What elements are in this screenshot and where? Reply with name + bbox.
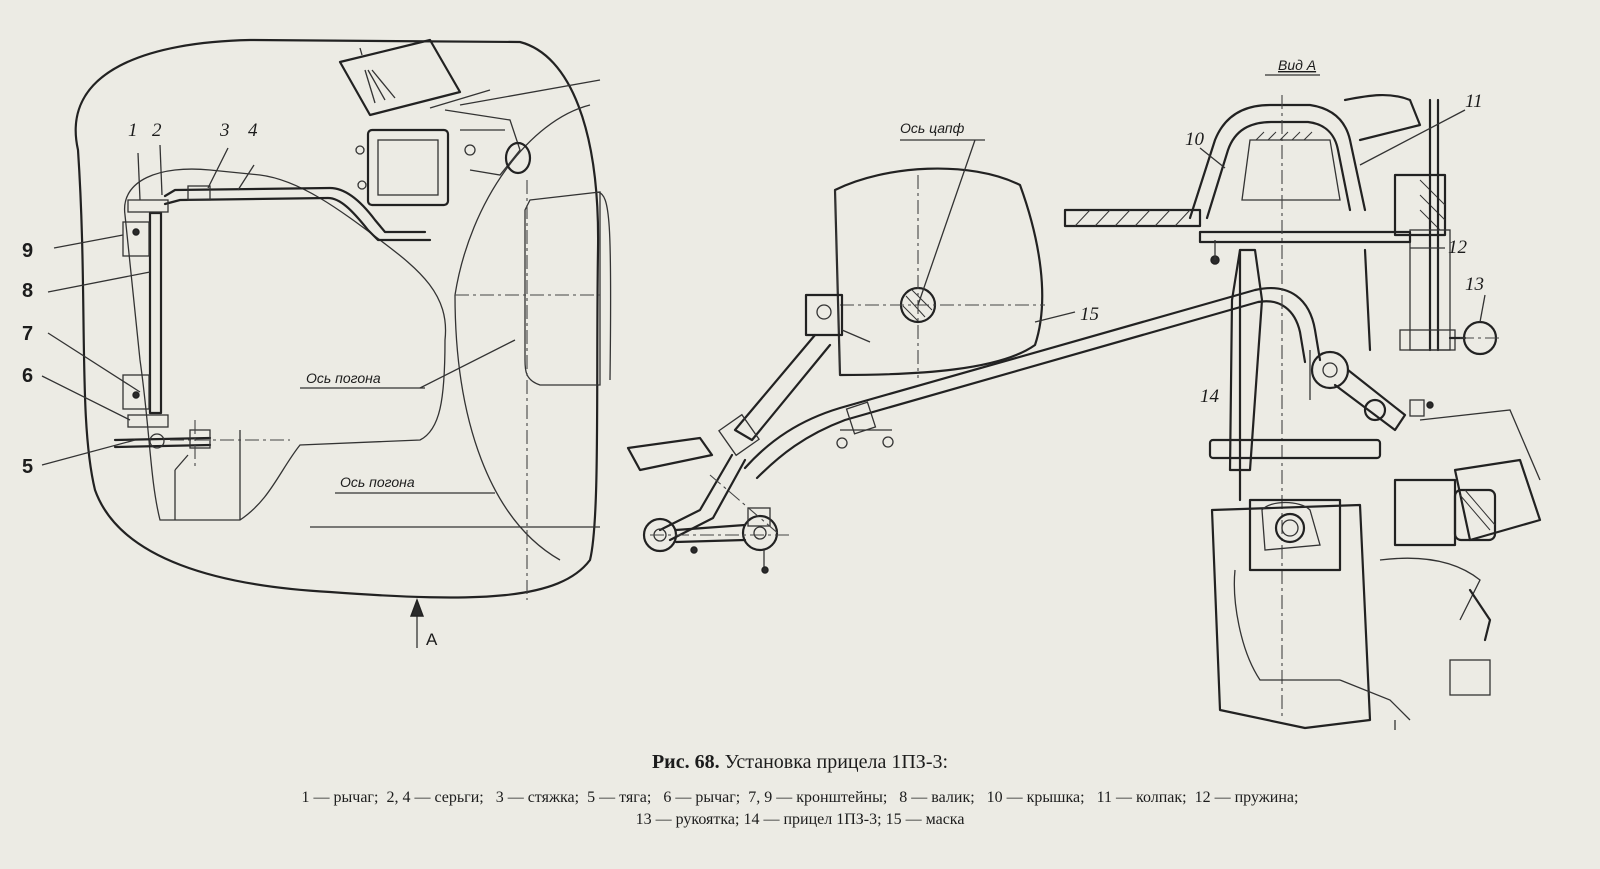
label-10: 10 (1185, 129, 1205, 150)
axis-label-pogona-upper: Ось погона (306, 370, 381, 386)
label-4: 4 (248, 120, 258, 141)
legend-line-2: 13 — рукоятка; 14 — прицел 1ПЗ-3; 15 — м… (635, 811, 965, 828)
figure-caption-title: Рис. 68. Установка прицела 1ПЗ-3: (0, 751, 1600, 774)
label-5: 5 (22, 456, 33, 478)
right-view-a-section (1063, 74, 1542, 730)
part-labels: 1 2 3 4 9 8 7 6 5 Ось погона Ось погона … (22, 57, 1484, 649)
label-3: 3 (219, 120, 230, 141)
linkage-rods-left (113, 185, 432, 520)
legend-line-1: 1 — рычаг; 2, 4 — серьги; 3 — стяжка; 5 … (301, 789, 1299, 806)
label-8: 8 (22, 280, 33, 302)
label-1: 1 (128, 120, 138, 141)
sight-head-left (338, 38, 601, 207)
axis-label-tsapf: Ось цапф (900, 120, 965, 136)
label-7: 7 (22, 323, 33, 345)
label-15: 15 (1080, 304, 1099, 325)
left-view-turret-plan (41, 38, 612, 648)
label-11: 11 (1465, 91, 1483, 112)
center-view-mask (626, 139, 1322, 574)
label-6: 6 (22, 365, 33, 387)
label-12: 12 (1448, 237, 1468, 258)
label-9: 9 (22, 240, 33, 262)
label-13: 13 (1465, 274, 1484, 295)
figure-number: Рис. 68. (651, 751, 720, 773)
figure-legend: 1 — рычаг; 2, 4 — серьги; 3 — стяжка; 5 … (0, 787, 1600, 831)
figure-title: Установка прицела 1ПЗ-3: (724, 751, 949, 773)
axis-label-pogona-lower: Ось погона (340, 474, 415, 490)
label-2: 2 (152, 120, 162, 141)
view-a-label: Вид А (1278, 57, 1316, 73)
label-14: 14 (1200, 386, 1220, 407)
arrow-a-label: А (426, 630, 438, 649)
